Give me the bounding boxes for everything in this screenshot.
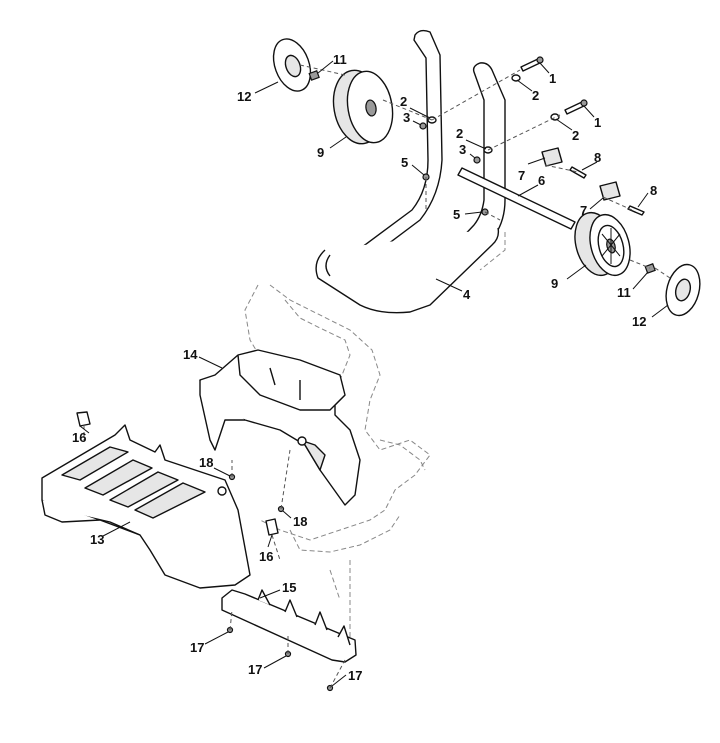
callout-8-upper: 8 <box>594 150 601 165</box>
callout-5-upper: 5 <box>401 155 408 170</box>
handle-frame <box>315 29 506 314</box>
front-shield <box>41 424 251 589</box>
right-hubcap <box>665 263 701 317</box>
callout-3-left: 3 <box>403 110 410 125</box>
axle-rod <box>457 167 576 230</box>
left-hubcap <box>272 38 312 92</box>
callout-8-lower: 8 <box>650 183 657 198</box>
callout-9-right: 9 <box>551 276 558 291</box>
callout-18-left: 18 <box>199 455 213 470</box>
left-wheel <box>332 69 394 145</box>
washers <box>427 74 560 154</box>
right-wheel <box>574 211 631 277</box>
callout-14: 14 <box>183 347 198 362</box>
callout-1-upper: 1 <box>549 71 556 86</box>
callout-5-lower: 5 <box>453 207 460 222</box>
callout-3-center: 3 <box>459 142 466 157</box>
callout-12-left: 12 <box>237 89 251 104</box>
callout-18-right: 18 <box>293 514 307 529</box>
callout-4: 4 <box>463 287 471 302</box>
callout-12-right: 12 <box>632 314 646 329</box>
bolts <box>520 56 588 115</box>
callout-7-upper: 7 <box>518 168 525 183</box>
callout-9-left: 9 <box>317 145 324 160</box>
machine-ghost-outline <box>244 232 506 640</box>
callout-16-left: 16 <box>72 430 86 445</box>
assembly-guides-lower <box>83 425 346 689</box>
callout-2-center: 2 <box>456 126 463 141</box>
housing <box>199 349 361 506</box>
callout-2-right-upper: 2 <box>532 88 539 103</box>
brackets <box>541 147 621 201</box>
callout-2-right-lower: 2 <box>572 128 579 143</box>
right-clip <box>644 263 656 274</box>
callout-13: 13 <box>90 532 104 547</box>
callout-17-right: 17 <box>348 668 362 683</box>
nuts <box>419 122 481 164</box>
pins <box>569 166 645 216</box>
callout-labels: 1 1 2 2 2 2 3 3 4 5 5 6 7 7 8 8 9 9 11 1… <box>72 52 657 683</box>
part16-bolts <box>76 411 279 536</box>
callout-2-left: 2 <box>400 94 407 109</box>
callout-7-lower: 7 <box>580 203 587 218</box>
part18-screws <box>228 473 285 513</box>
callout-1-lower: 1 <box>594 115 601 130</box>
callout-16-right: 16 <box>259 549 273 564</box>
callout-11-left: 11 <box>333 52 347 67</box>
leader-lines <box>79 60 669 687</box>
callout-17-left: 17 <box>190 640 204 655</box>
callout-17-center: 17 <box>248 662 262 677</box>
lower-bracket <box>221 589 357 663</box>
callout-15: 15 <box>282 580 296 595</box>
callout-6: 6 <box>538 173 545 188</box>
left-clip <box>308 70 320 81</box>
callout-11-right: 11 <box>617 285 631 300</box>
